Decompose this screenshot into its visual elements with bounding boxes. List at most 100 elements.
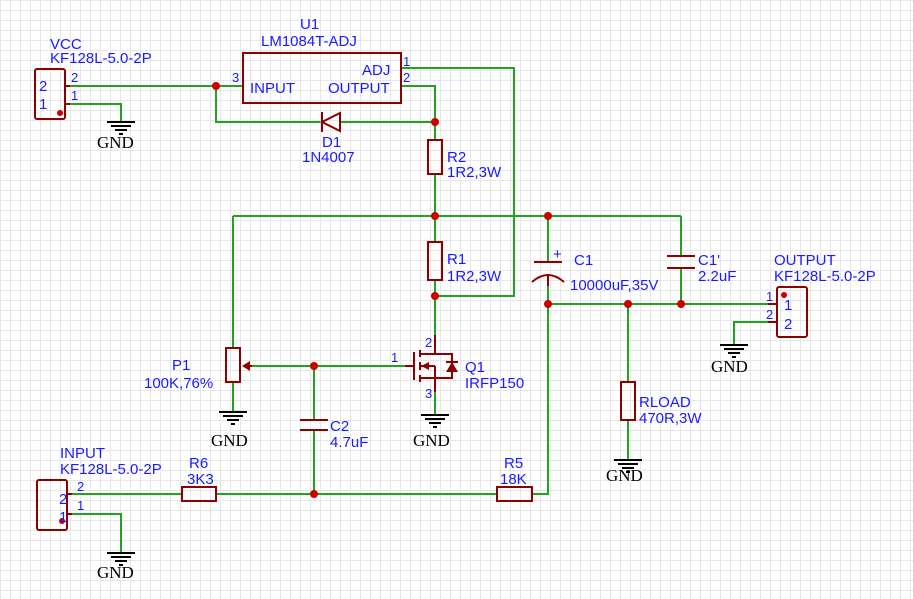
- junction-dot: [544, 212, 552, 220]
- c1-capacitor[interactable]: + C1 10000uF,35V: [531, 246, 658, 294]
- pin1-marker: [781, 292, 787, 298]
- r1-name: R1: [447, 251, 466, 268]
- output-pin2-ext: 2: [766, 307, 773, 322]
- vcc-pin-bot: 1: [39, 96, 47, 113]
- junction-dot: [431, 292, 439, 300]
- r6-resistor[interactable]: R6 3K3: [181, 455, 217, 502]
- mosfet-arrow: [421, 362, 429, 370]
- rload-value: 470R,3W: [639, 410, 702, 427]
- u1-pin-adj: ADJ: [362, 62, 390, 79]
- pin1-marker: [57, 110, 63, 116]
- junctions: [212, 82, 685, 498]
- r2-value: 1R2,3W: [447, 164, 502, 181]
- q1-pin-source: 3: [425, 386, 432, 401]
- body-diode: [446, 362, 458, 372]
- junction-dot: [624, 300, 632, 308]
- resistor-body: [427, 241, 443, 281]
- r5-resistor[interactable]: R5 18K: [496, 455, 533, 502]
- junction-dot: [677, 300, 685, 308]
- vcc-pin-top-ext: 2: [71, 70, 78, 85]
- u1-num-adj: 1: [403, 54, 410, 69]
- u1-name: U1: [300, 16, 319, 33]
- c2-value: 4.7uF: [330, 434, 368, 451]
- pot-wiper-arrow: [242, 361, 250, 371]
- resistor-body: [620, 381, 636, 421]
- r5-name: R5: [504, 455, 523, 472]
- ground-label: GND: [711, 357, 748, 376]
- r2-resistor[interactable]: R2 1R2,3W: [427, 139, 502, 181]
- connector-body: [776, 286, 808, 338]
- r1-resistor[interactable]: R1 1R2,3W: [427, 241, 502, 285]
- u1-regulator[interactable]: U1 LM1084T-ADJ INPUT OUTPUT ADJ 3 1 2: [232, 16, 410, 104]
- ground-symbol: GND: [97, 121, 135, 152]
- c2-name: C2: [330, 418, 349, 435]
- diode-triangle: [319, 111, 341, 133]
- u1-num-input: 3: [232, 70, 239, 85]
- input-pin-top: 2: [59, 491, 67, 508]
- rload-name: RLOAD: [639, 394, 691, 411]
- junction-dot: [431, 212, 439, 220]
- input-pin-bot: 1: [59, 509, 67, 526]
- input-connector[interactable]: INPUT KF128L-5.0-2P 2 1 2 1: [36, 445, 162, 531]
- vcc-part: KF128L-5.0-2P: [50, 50, 152, 67]
- input-part: KF128L-5.0-2P: [60, 461, 162, 478]
- output-pin2: 2: [784, 316, 792, 333]
- ground-label: GND: [211, 431, 248, 450]
- r2-name: R2: [447, 149, 466, 166]
- cap-plate-negative: [531, 274, 565, 283]
- q1-name: Q1: [465, 359, 485, 376]
- vcc-name: VCC: [50, 36, 82, 53]
- rload-resistor[interactable]: RLOAD 470R,3W: [620, 381, 702, 427]
- input-name: INPUT: [60, 445, 105, 462]
- d1-part: 1N4007: [302, 149, 355, 166]
- resistor-body: [181, 486, 217, 502]
- pot-body: [225, 347, 241, 383]
- u1-pin-input: INPUT: [250, 80, 295, 97]
- u1-pin-output: OUTPUT: [328, 80, 390, 97]
- connector-body: [34, 68, 66, 120]
- resistor-body: [496, 486, 533, 502]
- pin1-marker: [59, 518, 65, 524]
- output-name: OUTPUT: [774, 252, 836, 269]
- d1-diode[interactable]: D1 1N4007: [302, 111, 355, 166]
- c1p-capacitor[interactable]: C1' 2.2uF: [667, 252, 736, 285]
- junction-dot: [544, 300, 552, 308]
- r6-name: R6: [189, 455, 208, 472]
- p1-name: P1: [172, 357, 190, 374]
- ground-label: GND: [606, 466, 643, 485]
- q1-pin-gate: 1: [391, 350, 398, 365]
- d1-name: D1: [322, 134, 341, 151]
- ground-label: GND: [97, 133, 134, 152]
- c1-name: C1: [574, 252, 593, 269]
- output-pin1: 1: [784, 297, 792, 314]
- wires: [70, 67, 768, 553]
- vcc-pin-top: 2: [39, 78, 47, 95]
- resistor-body: [427, 139, 443, 175]
- ground-symbol: GND: [413, 414, 450, 450]
- p1-potentiometer[interactable]: P1 100K,76%: [144, 347, 252, 392]
- junction-dot: [431, 118, 439, 126]
- ground-symbol: GND: [606, 459, 643, 485]
- q1-mosfet[interactable]: Q1 IRFP150 1 2 3: [391, 335, 524, 401]
- p1-value: 100K,76%: [144, 375, 213, 392]
- vcc-connector[interactable]: VCC KF128L-5.0-2P 2 1 2 1: [34, 36, 152, 120]
- connector-body: [36, 479, 68, 531]
- output-pin1-ext: 1: [766, 289, 773, 304]
- u1-body: [242, 52, 402, 104]
- r5-value: 18K: [500, 471, 527, 488]
- ground-symbol: GND: [711, 344, 748, 376]
- c2-capacitor[interactable]: C2 4.7uF: [300, 418, 368, 451]
- q1-pin-drain: 2: [425, 335, 432, 350]
- ground-label: GND: [97, 563, 134, 582]
- output-connector[interactable]: OUTPUT KF128L-5.0-2P 1 2 1 2: [766, 252, 876, 338]
- input-pin-top-ext: 2: [77, 479, 84, 494]
- u1-part: LM1084T-ADJ: [261, 33, 357, 50]
- output-part: KF128L-5.0-2P: [774, 268, 876, 285]
- c1-value: 10000uF,35V: [570, 277, 658, 294]
- ground-symbol: GND: [211, 411, 248, 450]
- c1p-value: 2.2uF: [698, 268, 736, 285]
- r1-value: 1R2,3W: [447, 268, 502, 285]
- ground-symbol: GND: [97, 552, 135, 582]
